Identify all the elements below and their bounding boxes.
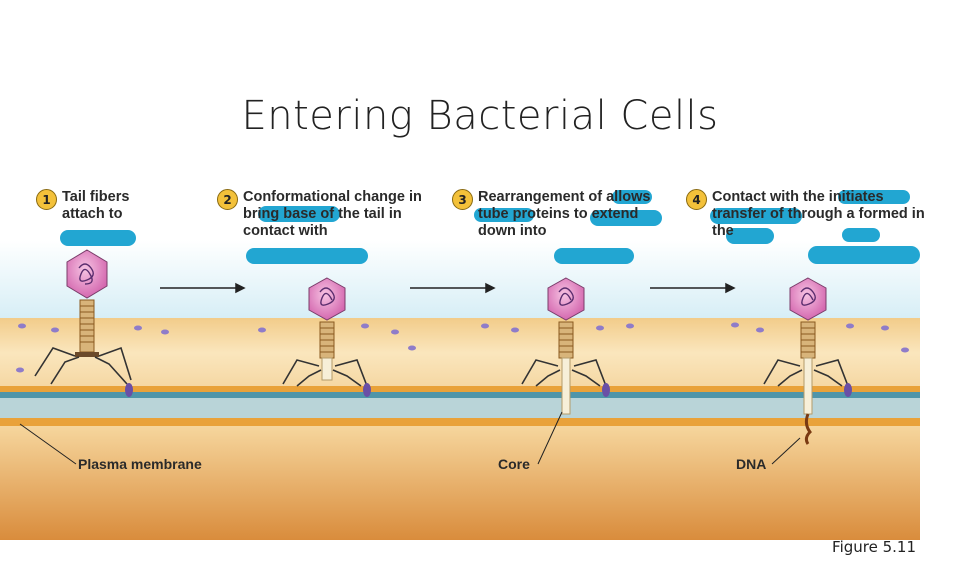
phage-2 [282, 277, 371, 397]
diagram-canvas [0, 190, 920, 540]
periplasm-band [0, 392, 920, 398]
step-1-badge: 1 [36, 189, 57, 210]
redaction-marks [60, 190, 920, 264]
step-4: 4 Contact with the initiates transfer of… [686, 189, 926, 240]
plasma-membrane-label: Plasma membrane [78, 456, 202, 472]
figure-caption: Figure 5.11 [832, 538, 916, 556]
step-2-badge: 2 [217, 189, 238, 210]
step-1: 1 Tail fibers attach to [36, 189, 166, 223]
phage-1 [34, 249, 133, 397]
step-3: 3 Rearrangement of allows tube proteins … [452, 189, 672, 240]
outer-membrane [0, 386, 920, 392]
slide-title: Entering Bacterial Cells [241, 93, 719, 139]
dna-label: DNA [736, 456, 767, 472]
core-label: Core [498, 456, 530, 472]
step-4-text: Contact with the initiates transfer of t… [712, 189, 925, 239]
phage-3 [521, 277, 610, 415]
wall-particles [16, 322, 909, 373]
phage-infection-diagram: 1 Tail fibers attach to 2 Conformational… [0, 180, 960, 540]
step-3-text: Rearrangement of allows tube proteins to… [478, 189, 651, 239]
step-3-badge: 3 [452, 189, 473, 210]
step-4-badge: 4 [686, 189, 707, 210]
phage-4 [763, 277, 852, 445]
periplasm [0, 398, 920, 418]
step-arrows [160, 282, 736, 294]
cell-wall [0, 318, 920, 388]
label-leaders [19, 411, 801, 465]
step-2: 2 Conformational change in bring base of… [217, 189, 447, 240]
extracellular-space [0, 240, 920, 320]
inner-membrane [0, 418, 920, 426]
step-1-text: Tail fibers attach to [62, 189, 130, 222]
step-2-text: Conformational change in bring base of t… [243, 189, 422, 239]
cytoplasm [0, 426, 920, 540]
